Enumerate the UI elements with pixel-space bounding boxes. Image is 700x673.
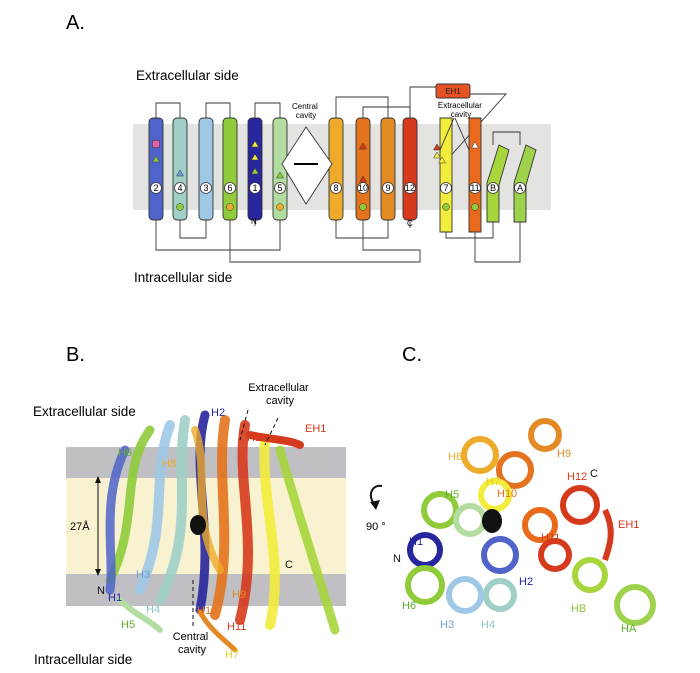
panel-c-label-h10: H10 (497, 488, 517, 500)
panel-b-label-h9: H9 (232, 589, 246, 601)
helix-number: 9 (385, 183, 390, 193)
helix-number: 8 (333, 183, 338, 193)
helix-number: 2 (153, 183, 158, 193)
eh1-box-label: EH1 (445, 87, 461, 96)
n-term-a: N (251, 217, 257, 226)
panel-b-label-h7: H7 (225, 649, 239, 661)
extracellular-cavity-label-b: Extracellular cavity (248, 382, 312, 407)
panel-b-letter: B. (66, 344, 85, 366)
helix-12: 12 (403, 118, 417, 220)
panel-c-label-h9: H9 (557, 448, 571, 460)
square-marker-icon (153, 141, 160, 148)
extracellular-cavity-label-a: Extracellular cavity (438, 101, 484, 119)
panel-c-label-h3: H3 (440, 619, 454, 631)
panel-a-helices: 2 4 3 6 1 5 8 10 9 12 7 11 B A (149, 118, 536, 232)
panel-b-label-h10: H10 (197, 605, 217, 617)
panel-b-label-h8: H8 (162, 458, 176, 470)
helix-number: A (517, 183, 523, 193)
helix-7: 7 (440, 118, 454, 232)
panel-a-intracellular-label: Intracellular side (134, 270, 232, 285)
panel-c-label-h1: H1 (409, 536, 423, 548)
panel-c-label-h2: H2 (519, 576, 533, 588)
thickness-label: 27Å (70, 520, 90, 533)
panel-c-label-c: C (590, 468, 598, 480)
circle-marker-icon (472, 204, 479, 211)
central-cavity-label-b: Central cavity (173, 631, 212, 656)
panel-c-label-h8: H8 (448, 451, 462, 463)
panel-c-letter: C. (402, 344, 422, 366)
panel-b-label-h2: H2 (211, 407, 225, 419)
panel-b-extracellular-label: Extracellular side (33, 404, 136, 419)
central-cavity-label: Central cavity (292, 102, 320, 120)
panel-c-label-h5: H5 (445, 489, 459, 501)
panel-c-label-h4: H4 (481, 619, 495, 631)
panel-c-label-h6: H6 (402, 600, 416, 612)
panel-b-ligand (190, 515, 206, 535)
helix-number: 10 (358, 183, 368, 193)
helix-number: B (490, 183, 496, 193)
circle-marker-icon (277, 204, 284, 211)
panel-b-label-h3: H3 (136, 569, 150, 581)
circle-marker-icon (360, 204, 367, 211)
circle-marker-icon (177, 204, 184, 211)
panel-b-upper-headgroup (66, 447, 346, 478)
panel-c-label-h12: H12 (567, 471, 587, 483)
panel-b-label-h4: H4 (146, 604, 160, 616)
helix-number: 12 (405, 183, 415, 193)
helix-number: 5 (277, 183, 282, 193)
panel-c-protein-top-view (408, 421, 653, 623)
panel-b-label-h11: H11 (227, 621, 246, 633)
panel-c-label-hb: HB (571, 603, 586, 615)
helix-2: 2 (149, 118, 163, 220)
panel-c-label-h11: H11 (541, 532, 560, 544)
panel-b-label-n: N (97, 585, 105, 597)
rotation-label: 90 ° (366, 521, 386, 533)
panel-b-label-eh1: EH1 (305, 423, 326, 435)
panel-c-label-eh1: EH1 (618, 519, 639, 531)
panel-c-label-h7: H7 (486, 476, 500, 488)
panel-c-helix-labels: H9 H8H12C H7H10 H5EH1H1N H11H2H6 HB H3 H4 HA (393, 448, 639, 635)
c-term-a: C (407, 219, 413, 228)
panel-b-label-h5: H5 (121, 619, 135, 631)
panel-c-label-ha: HA (621, 623, 637, 635)
helix-number: 11 (470, 183, 479, 193)
helix-number: 6 (227, 183, 232, 193)
panel-c-label-n: N (393, 553, 401, 565)
helix-number: 3 (203, 183, 208, 193)
helix-9: 9 (381, 118, 395, 220)
circle-marker-icon (227, 204, 234, 211)
helix-3: 3 (199, 118, 213, 220)
panel-b-label-h1: H1 (108, 592, 122, 604)
helix-number: 1 (252, 183, 257, 193)
helix-number: 4 (177, 183, 182, 193)
helix-number: 7 (443, 183, 448, 193)
circle-marker-icon (443, 204, 450, 211)
panel-b-label-h12: H12 (247, 432, 267, 444)
panel-a-letter: A. (66, 12, 85, 34)
panel-c-ligand (482, 509, 502, 533)
panel-b-label-h6: H6 (118, 447, 132, 459)
helix-8: 8 (329, 118, 343, 220)
panel-b-label-c: C (285, 559, 293, 571)
panel-b-intracellular-label: Intracellular side (34, 652, 132, 667)
panel-a-extracellular-label: Extracellular side (136, 68, 239, 83)
